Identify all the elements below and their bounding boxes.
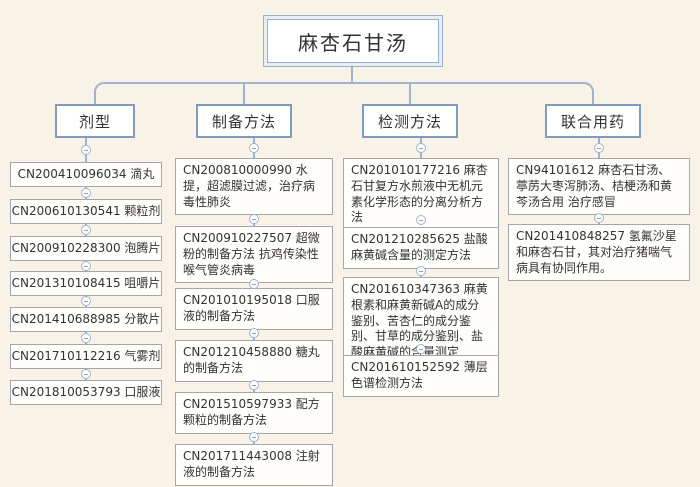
leaf-node-label: CN200610130541 颗粒剂 xyxy=(11,203,161,218)
connector-branch-bar xyxy=(94,82,594,96)
leaf-node-patent[interactable]: CN201310108415 咀嚼片 xyxy=(10,271,162,296)
leaf-node-label: CN201210285625 盐酸麻黄碱含量的测定方法 xyxy=(351,232,488,262)
collapse-toggle[interactable] xyxy=(249,279,259,289)
leaf-node-patent[interactable]: CN201410688985 分散片 xyxy=(10,307,162,332)
root-node-label: 麻杏石甘汤 xyxy=(267,19,439,63)
collapse-toggle[interactable] xyxy=(249,432,259,442)
leaf-node-patent[interactable]: CN201710112216 气雾剂 xyxy=(10,344,162,369)
collapse-toggle[interactable] xyxy=(81,296,91,306)
leaf-node-label: CN201410688985 分散片 xyxy=(11,311,161,326)
leaf-node-label: CN201610152592 薄层色谱检测方法 xyxy=(351,360,488,390)
leaf-node-patent[interactable]: CN201210285625 盐酸麻黄碱含量的测定方法 xyxy=(343,227,499,269)
collapse-toggle[interactable] xyxy=(81,225,91,235)
leaf-node-patent[interactable]: CN201410848257 氢氟沙星和麻杏石甘，其对治疗猪喘气病具有协同作用。 xyxy=(508,224,690,282)
collapse-toggle[interactable] xyxy=(249,143,259,153)
connector-root-stem xyxy=(351,67,353,83)
leaf-node-patent[interactable]: CN200910227507 超微粉的制备方法 抗鸡传染性喉气管炎病毒 xyxy=(175,226,333,284)
leaf-node-label: CN201810053793 口服液 xyxy=(11,384,161,399)
leaf-node-patent[interactable]: CN201610152592 薄层色谱检测方法 xyxy=(343,355,499,397)
branch-header-label: 联合用药 xyxy=(560,112,625,131)
collapse-toggle[interactable] xyxy=(81,261,91,271)
root-node[interactable]: 麻杏石甘汤 xyxy=(263,15,443,67)
collapse-toggle[interactable] xyxy=(416,266,426,276)
collapse-toggle[interactable] xyxy=(416,143,426,153)
collapse-toggle[interactable] xyxy=(594,213,604,223)
collapse-toggle[interactable] xyxy=(416,215,426,225)
collapse-toggle[interactable] xyxy=(249,380,259,390)
collapse-toggle[interactable] xyxy=(81,145,91,155)
leaf-node-label: CN200410096034 滴丸 xyxy=(17,166,155,181)
leaf-node-patent[interactable]: CN200910228300 泡腾片 xyxy=(10,236,162,261)
branch-header-preparation-methods[interactable]: 制备方法 xyxy=(196,104,292,138)
leaf-node-label: CN201711443008 注射液的制备方法 xyxy=(183,449,320,479)
connector-stub-combined xyxy=(592,94,594,104)
leaf-node-label: CN201410848257 氢氟沙星和麻杏石甘，其对治疗猪喘气病具有协同作用。 xyxy=(516,229,677,275)
leaf-node-label: CN200810000990 水提，超滤膜过滤，治疗病毒性肺炎 xyxy=(183,163,316,209)
leaf-node-label: CN201010195018 口服液的制备方法 xyxy=(183,293,320,323)
leaf-node-patent[interactable]: CN200410096034 滴丸 xyxy=(10,162,162,187)
branch-header-label: 检测方法 xyxy=(377,112,442,131)
connector-stub-dosage xyxy=(94,94,96,104)
branch-header-label: 剂型 xyxy=(78,112,111,131)
leaf-node-patent[interactable]: CN201810053793 口服液 xyxy=(10,380,162,405)
branch-header-label: 制备方法 xyxy=(211,112,276,131)
collapse-toggle[interactable] xyxy=(81,369,91,379)
collapse-toggle[interactable] xyxy=(81,333,91,343)
leaf-node-label: CN201310108415 咀嚼片 xyxy=(11,275,161,290)
leaf-node-patent[interactable]: CN200810000990 水提，超滤膜过滤，治疗病毒性肺炎 xyxy=(175,158,333,216)
leaf-node-patent[interactable]: CN200610130541 颗粒剂 xyxy=(10,199,162,224)
connector-stub-preparation xyxy=(243,84,245,104)
connector-stub-detection xyxy=(409,84,411,104)
leaf-node-patent[interactable]: CN94101612 麻杏石甘汤、葶苈大枣泻肺汤、桔梗汤和黄芩汤合用 治疗感冒 xyxy=(508,158,690,216)
leaf-node-label: CN200910227507 超微粉的制备方法 抗鸡传染性喉气管炎病毒 xyxy=(183,231,320,277)
leaf-node-label: CN94101612 麻杏石甘汤、葶苈大枣泻肺汤、桔梗汤和黄芩汤合用 治疗感冒 xyxy=(516,163,673,209)
collapse-toggle[interactable] xyxy=(249,328,259,338)
branch-header-dosage-forms[interactable]: 剂型 xyxy=(55,104,135,138)
branch-header-detection-methods[interactable]: 检测方法 xyxy=(362,104,458,138)
leaf-node-patent[interactable]: CN201711443008 注射液的制备方法 xyxy=(175,444,333,486)
collapse-toggle[interactable] xyxy=(81,188,91,198)
leaf-node-patent[interactable]: CN201210458880 糖丸的制备方法 xyxy=(175,340,333,382)
collapse-toggle[interactable] xyxy=(416,344,426,354)
leaf-node-patent[interactable]: CN201510597933 配方颗粒的制备方法 xyxy=(175,392,333,434)
leaf-node-label: CN200910228300 泡腾片 xyxy=(11,240,161,255)
leaf-node-patent[interactable]: CN201010195018 口服液的制备方法 xyxy=(175,288,333,330)
branch-header-combined-medication[interactable]: 联合用药 xyxy=(545,104,641,138)
leaf-node-label: CN201210458880 糖丸的制备方法 xyxy=(183,345,320,375)
leaf-node-label: CN201010177216 麻杏石甘复方水煎液中无机元素化学形态的分离分析方法 xyxy=(351,163,488,225)
collapse-toggle[interactable] xyxy=(594,143,604,153)
leaf-node-label: CN201710112216 气雾剂 xyxy=(11,348,161,363)
leaf-node-label: CN201510597933 配方颗粒的制备方法 xyxy=(183,397,320,427)
collapse-toggle[interactable] xyxy=(249,214,259,224)
